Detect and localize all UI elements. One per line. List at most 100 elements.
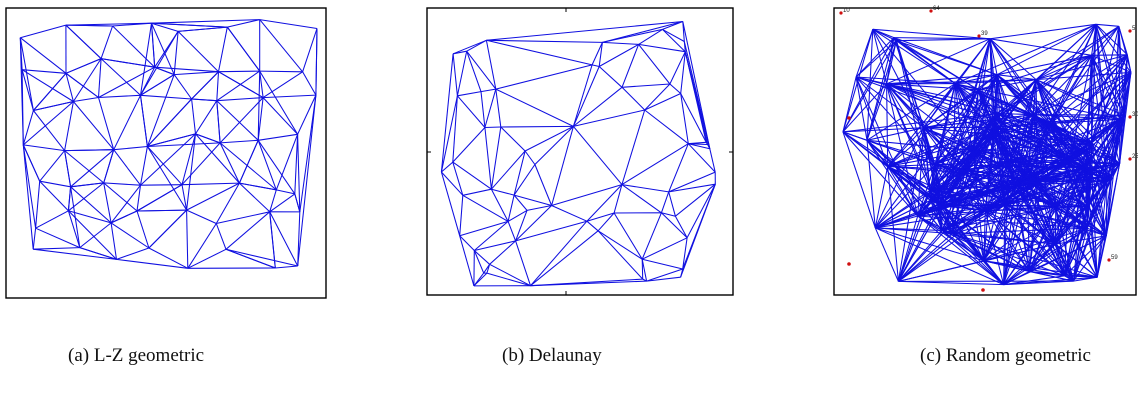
graph-edge [638,44,671,85]
graph-edge [64,150,105,184]
graph-edge [1086,150,1112,178]
graph-edge [1015,180,1107,187]
graph-edge [586,184,623,222]
graph-edge [996,74,1017,186]
graph-edge [100,58,141,96]
graph-edge [491,188,515,196]
graph-edge [238,140,259,184]
caption-b: (b) Delaunay [502,345,602,366]
graph-edge [887,165,943,231]
graph-edge [642,258,683,270]
graph-edge [441,171,464,196]
graph-edge [1069,160,1098,278]
graph-edge [893,37,991,40]
graph-edge [917,203,940,217]
graph-edge [452,53,458,96]
graph-edge [855,40,897,78]
graph-edge [954,83,1028,180]
graph-edge [938,119,995,205]
graph-edge [136,209,187,212]
graph-edge [682,237,688,270]
panel-lz-geometric [5,0,327,300]
graph-edge [1091,55,1126,116]
graph-edge [965,159,1071,171]
graph-edge [872,28,895,39]
graph-edge [452,161,492,190]
graph-edge [994,118,1087,152]
graph-edge [21,69,74,102]
graph-edge [898,280,1004,286]
graph-edge [662,28,685,42]
graph-edge [1091,142,1112,178]
graph-edge [1015,181,1038,187]
graph-edge [462,188,492,196]
graph-edge [150,23,156,68]
graph-edge [668,191,676,217]
graph-edge [842,40,897,133]
graph-edge [955,79,1037,85]
graph-edge [486,39,603,43]
graph-edge [187,248,227,269]
graph-edge [1069,54,1128,161]
node-label: 39 [981,31,988,37]
graph-edge [994,114,1034,120]
graph-edge [515,210,528,242]
graph-edge [989,38,1050,124]
graph-edge [297,134,301,212]
graph-edge [489,240,516,265]
graph-edge [33,248,117,260]
graph-edge [874,164,936,229]
graph-edge [64,101,74,151]
graph-edge [887,166,919,217]
graph-edge [602,41,639,45]
graph-edge [1063,160,1071,276]
graph-edge [866,37,895,141]
graph-edge [218,70,260,73]
graph-edge [923,127,936,165]
graph-edge [219,142,240,184]
graph-edge [259,70,299,135]
graph-edge [613,212,643,260]
graph-edge [1048,123,1120,165]
graph-edge [259,70,303,73]
graph-edge [1064,235,1107,277]
graph-edge [116,247,150,260]
graph-edge [507,209,528,222]
graph-edge [65,58,102,74]
graph-edge [680,51,686,94]
graph-edge [466,50,497,90]
graph-edge [1105,119,1121,236]
graph-edge [923,83,956,129]
graph-edge [269,211,299,267]
graph-edge [490,126,502,190]
graph-edge [154,66,219,73]
graph-edge [855,37,895,78]
graph-edge [459,195,464,236]
graph-edge [177,31,219,73]
graph-edge [1055,243,1098,278]
graph-edge [661,212,688,239]
graph-edge [480,88,496,93]
graph-edge [294,134,299,194]
graph-edge [139,95,148,147]
graph-edge [887,165,940,205]
graph-edge [473,250,490,265]
graph-edge [1033,114,1071,161]
graph-edge [934,164,940,205]
graph-edge [195,133,221,144]
graph-edge [996,74,1093,144]
graph-edge [65,72,99,98]
graph-edge [682,21,685,42]
graph-edge [1091,54,1128,143]
graph-edge [886,83,994,136]
graph-edge [856,76,956,85]
graph-edge [887,165,931,191]
graph-edge [239,182,277,191]
graph-edge [513,194,552,207]
graph-edge [489,263,531,287]
graph-edge [181,182,240,186]
caption-a: (a) L-Z geometric [68,345,205,366]
graph-edge [886,83,936,165]
graph-edge [887,165,1028,180]
